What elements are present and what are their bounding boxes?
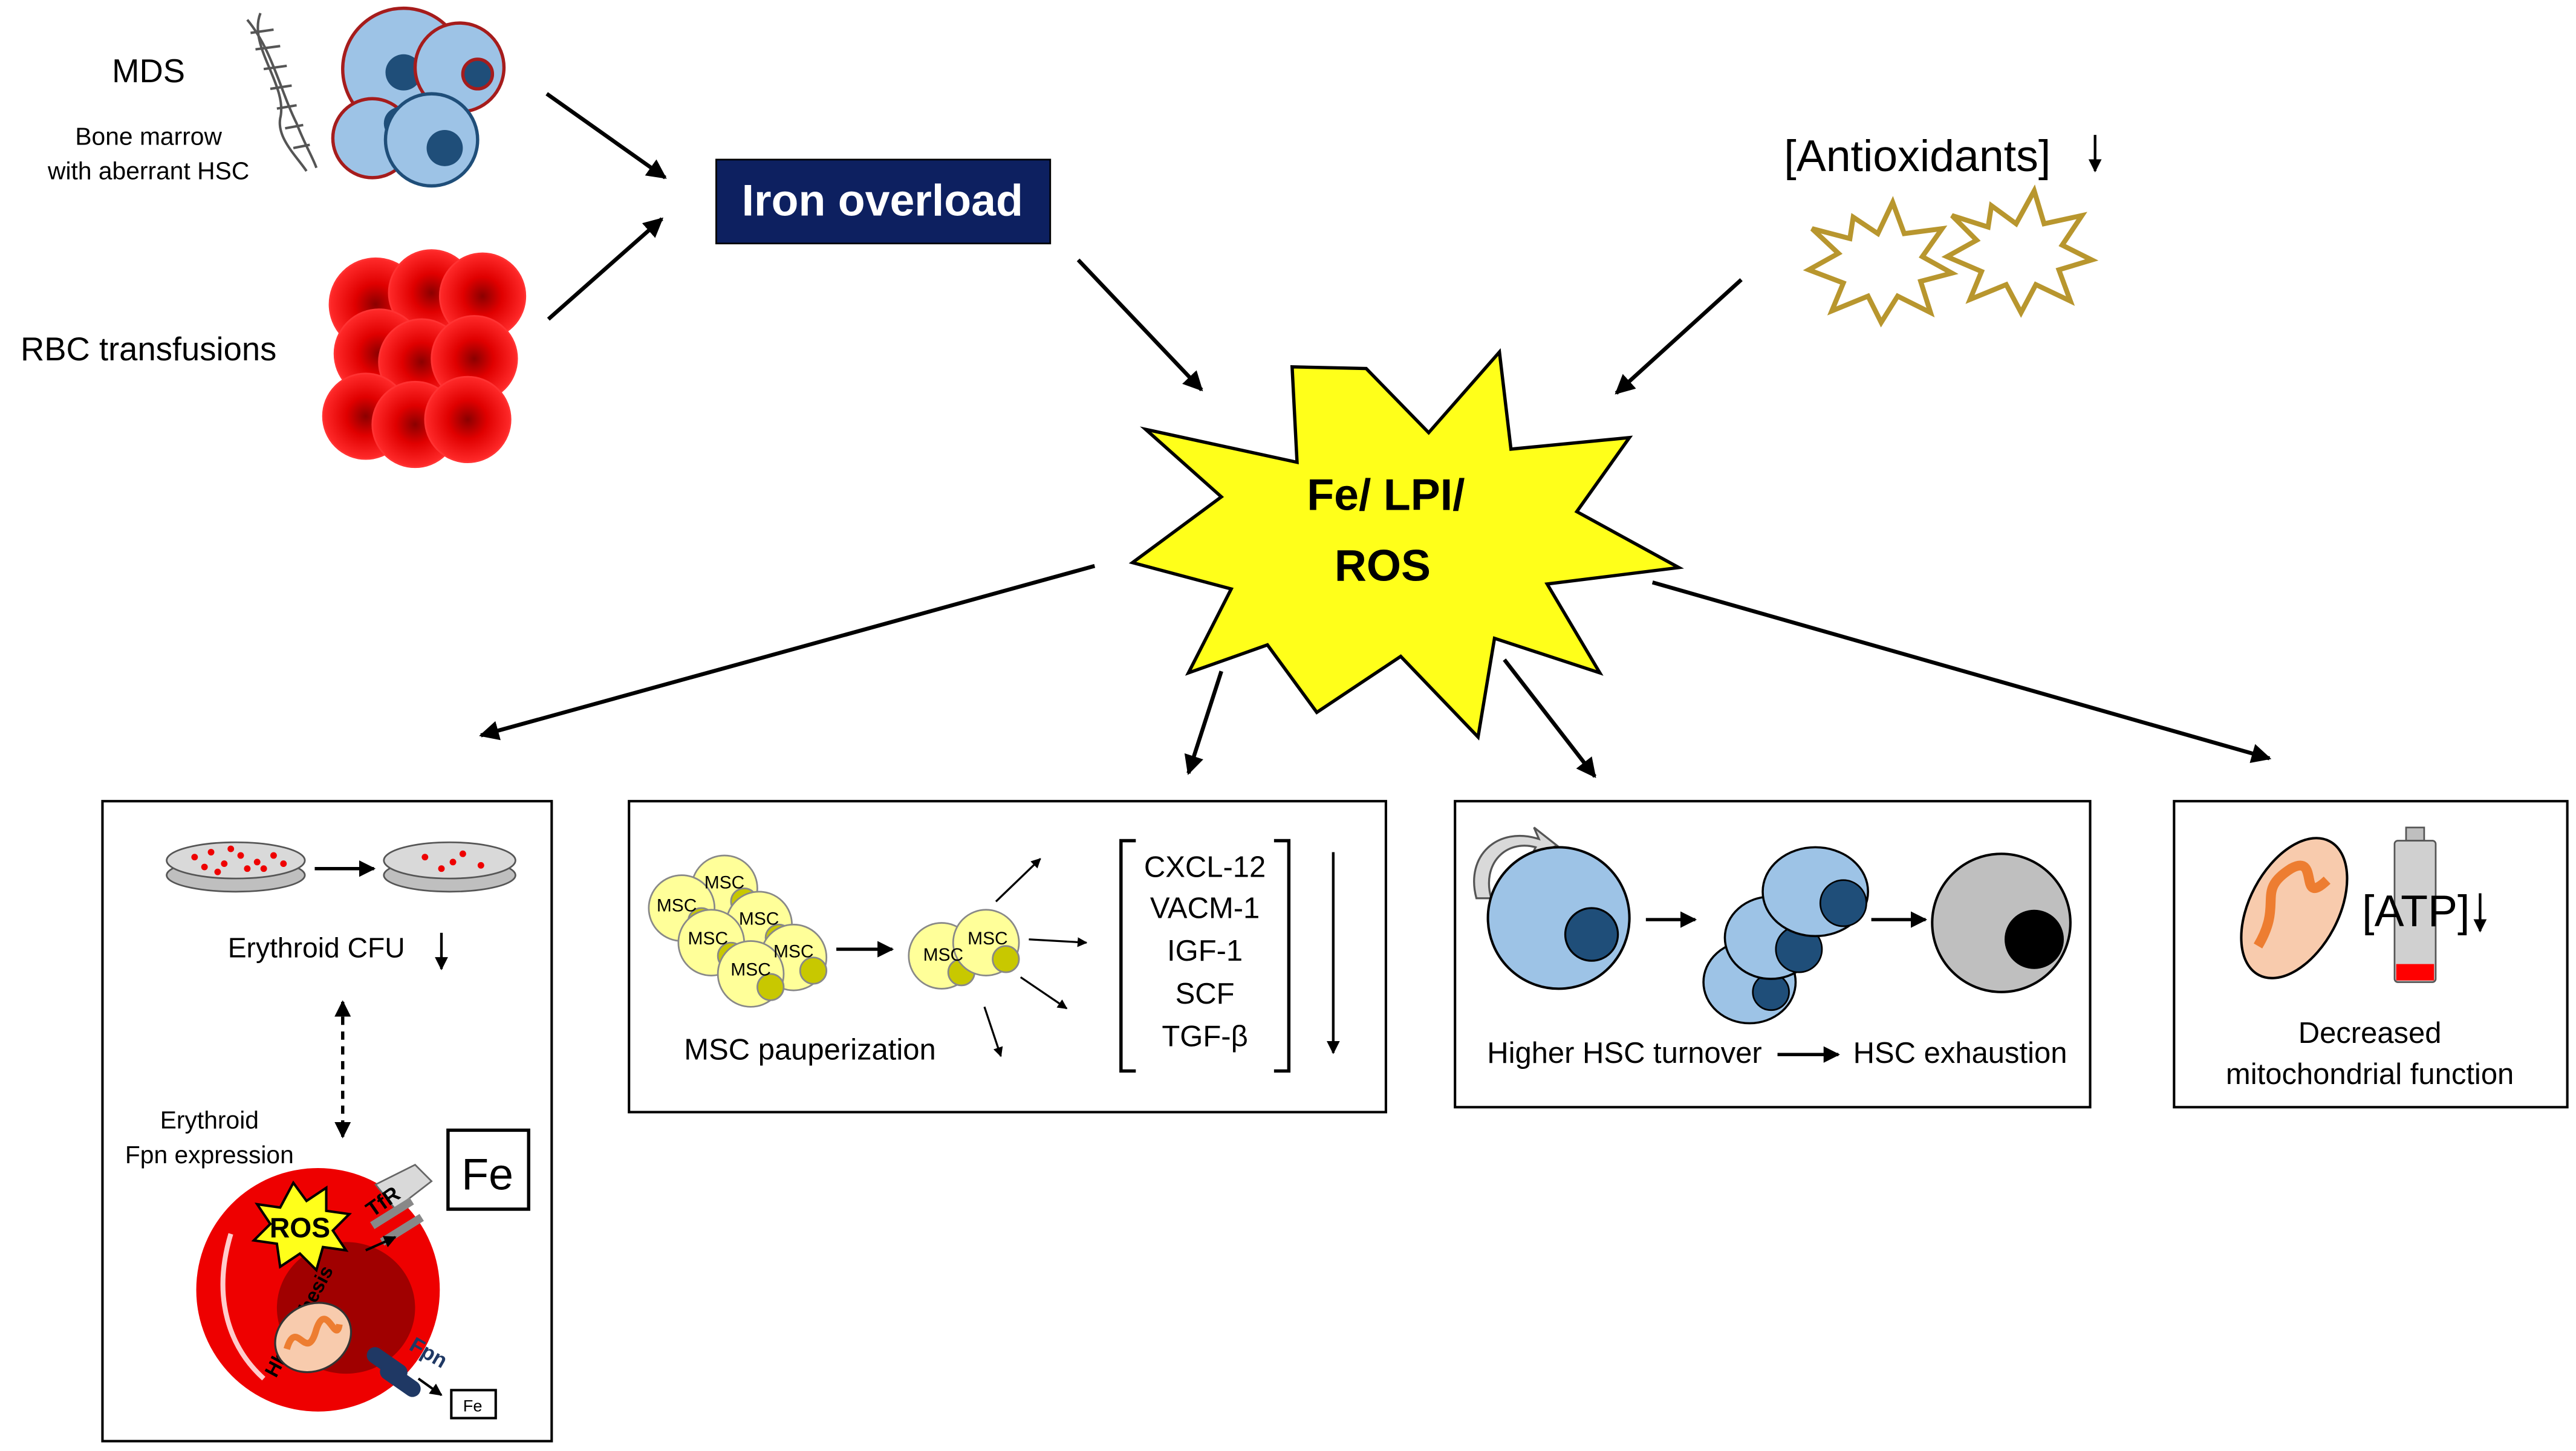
fe-lpi-label: Fe/ LPI/ — [1307, 470, 1465, 520]
petri-dish-icon-2 — [383, 841, 516, 893]
antioxidants-label: [Antioxidants] — [1784, 131, 2051, 181]
msc-label-1: MSC — [704, 872, 745, 892]
atp-label: [ATP] — [2362, 886, 2470, 936]
mds-label: MDS — [112, 53, 185, 89]
msc-label-2: MSC — [657, 895, 697, 915]
hsc-cell-icon — [1486, 846, 1631, 990]
msc-label-4: MSC — [688, 929, 729, 949]
fe-box — [446, 1128, 530, 1211]
hsc-turnover-label: Higher HSC turnover — [1487, 1037, 1762, 1070]
arrow-iron-to-burst — [1076, 258, 1203, 392]
iron-overload-label: Iron overload — [742, 175, 1023, 225]
ros-label: ROS — [1335, 540, 1431, 591]
msc-pair-icon — [908, 909, 1020, 990]
mito-function-label: mitochondrial function — [2226, 1058, 2514, 1091]
msc-label-3: MSC — [739, 909, 779, 929]
fpn-expression-label-1: Erythroid — [160, 1106, 259, 1134]
aberrant-hsc-label: with aberrant HSC — [47, 157, 249, 185]
erythroid-cfu-label: Erythroid CFU — [228, 932, 405, 964]
factor-igf1: IGF-1 — [1167, 935, 1243, 967]
dna-helix-icon — [246, 13, 318, 172]
ferroportin-icon — [366, 1347, 443, 1397]
decreased-label: Decreased — [2298, 1017, 2442, 1050]
arrow-mds-to-iron — [545, 92, 667, 180]
factor-vacm1: VACM-1 — [1150, 892, 1260, 924]
factor-bracket-right — [1273, 839, 1291, 1073]
msc-label-5: MSC — [773, 942, 814, 962]
antioxidant-burst-icon-2 — [1941, 184, 2099, 318]
ros-label-small: ROS — [270, 1212, 330, 1243]
msc-pauperization-label: MSC pauperization — [684, 1033, 935, 1066]
petri-dish-icon-1 — [166, 841, 306, 893]
arrow-burst-to-mito — [1651, 580, 2272, 764]
rbc-transfusions-label: RBC transfusions — [21, 331, 276, 368]
mito-panel — [2173, 800, 2569, 1109]
fe-box-label: Fe — [461, 1149, 513, 1199]
hsc-cluster-icon — [331, 6, 506, 188]
msc-secretion-arrows — [983, 858, 1088, 1057]
exhausted-hsc-icon — [1931, 852, 2072, 993]
factor-scf: SCF — [1176, 978, 1235, 1010]
fpn-expression-label-2: Fpn expression — [125, 1141, 294, 1169]
fe-small-label: Fe — [463, 1397, 483, 1415]
transferrin-receptor-icon — [365, 1163, 433, 1251]
msc-label-7: MSC — [923, 945, 963, 965]
fe-small-box — [450, 1389, 497, 1420]
iron-overload-box — [715, 158, 1052, 245]
factor-tgfb: TGF-β — [1162, 1021, 1247, 1053]
fe-lpi-ros-burst — [1128, 348, 1684, 741]
battery-icon — [2393, 826, 2437, 983]
self-renewal-arrow-icon — [1473, 826, 1560, 900]
bone-marrow-label: Bone marrow — [75, 122, 222, 150]
arrow-burst-to-msc — [1184, 670, 1223, 776]
pathway-arrows — [479, 92, 2272, 778]
msc-label-8: MSC — [968, 929, 1008, 949]
hsc-dividing-cells-icon — [1702, 846, 1869, 1025]
antioxidant-burst-icon-1 — [1803, 196, 1959, 328]
ros-burst-icon — [251, 1180, 352, 1273]
msc-cell-labels: MSC MSC MSC MSC MSC MSC — [657, 872, 814, 979]
hsc-exhaustion-label: HSC exhaustion — [1853, 1037, 2067, 1070]
msc-cluster-icon — [648, 854, 828, 1008]
msc-label-6: MSC — [730, 960, 771, 980]
mitochondrion-icon — [274, 1302, 353, 1374]
arrow-antioxidants-to-burst — [1615, 278, 1743, 395]
rbc-cluster-icon — [322, 249, 527, 469]
mitochondrion-large-icon — [2240, 837, 2349, 979]
factor-cxcl12: CXCL-12 — [1144, 851, 1266, 883]
arrow-rbc-to-iron — [547, 217, 664, 321]
arrow-burst-to-hsc — [1503, 658, 1597, 778]
arrow-burst-to-erythroid — [479, 563, 1096, 741]
factor-bracket-left — [1119, 839, 1136, 1073]
